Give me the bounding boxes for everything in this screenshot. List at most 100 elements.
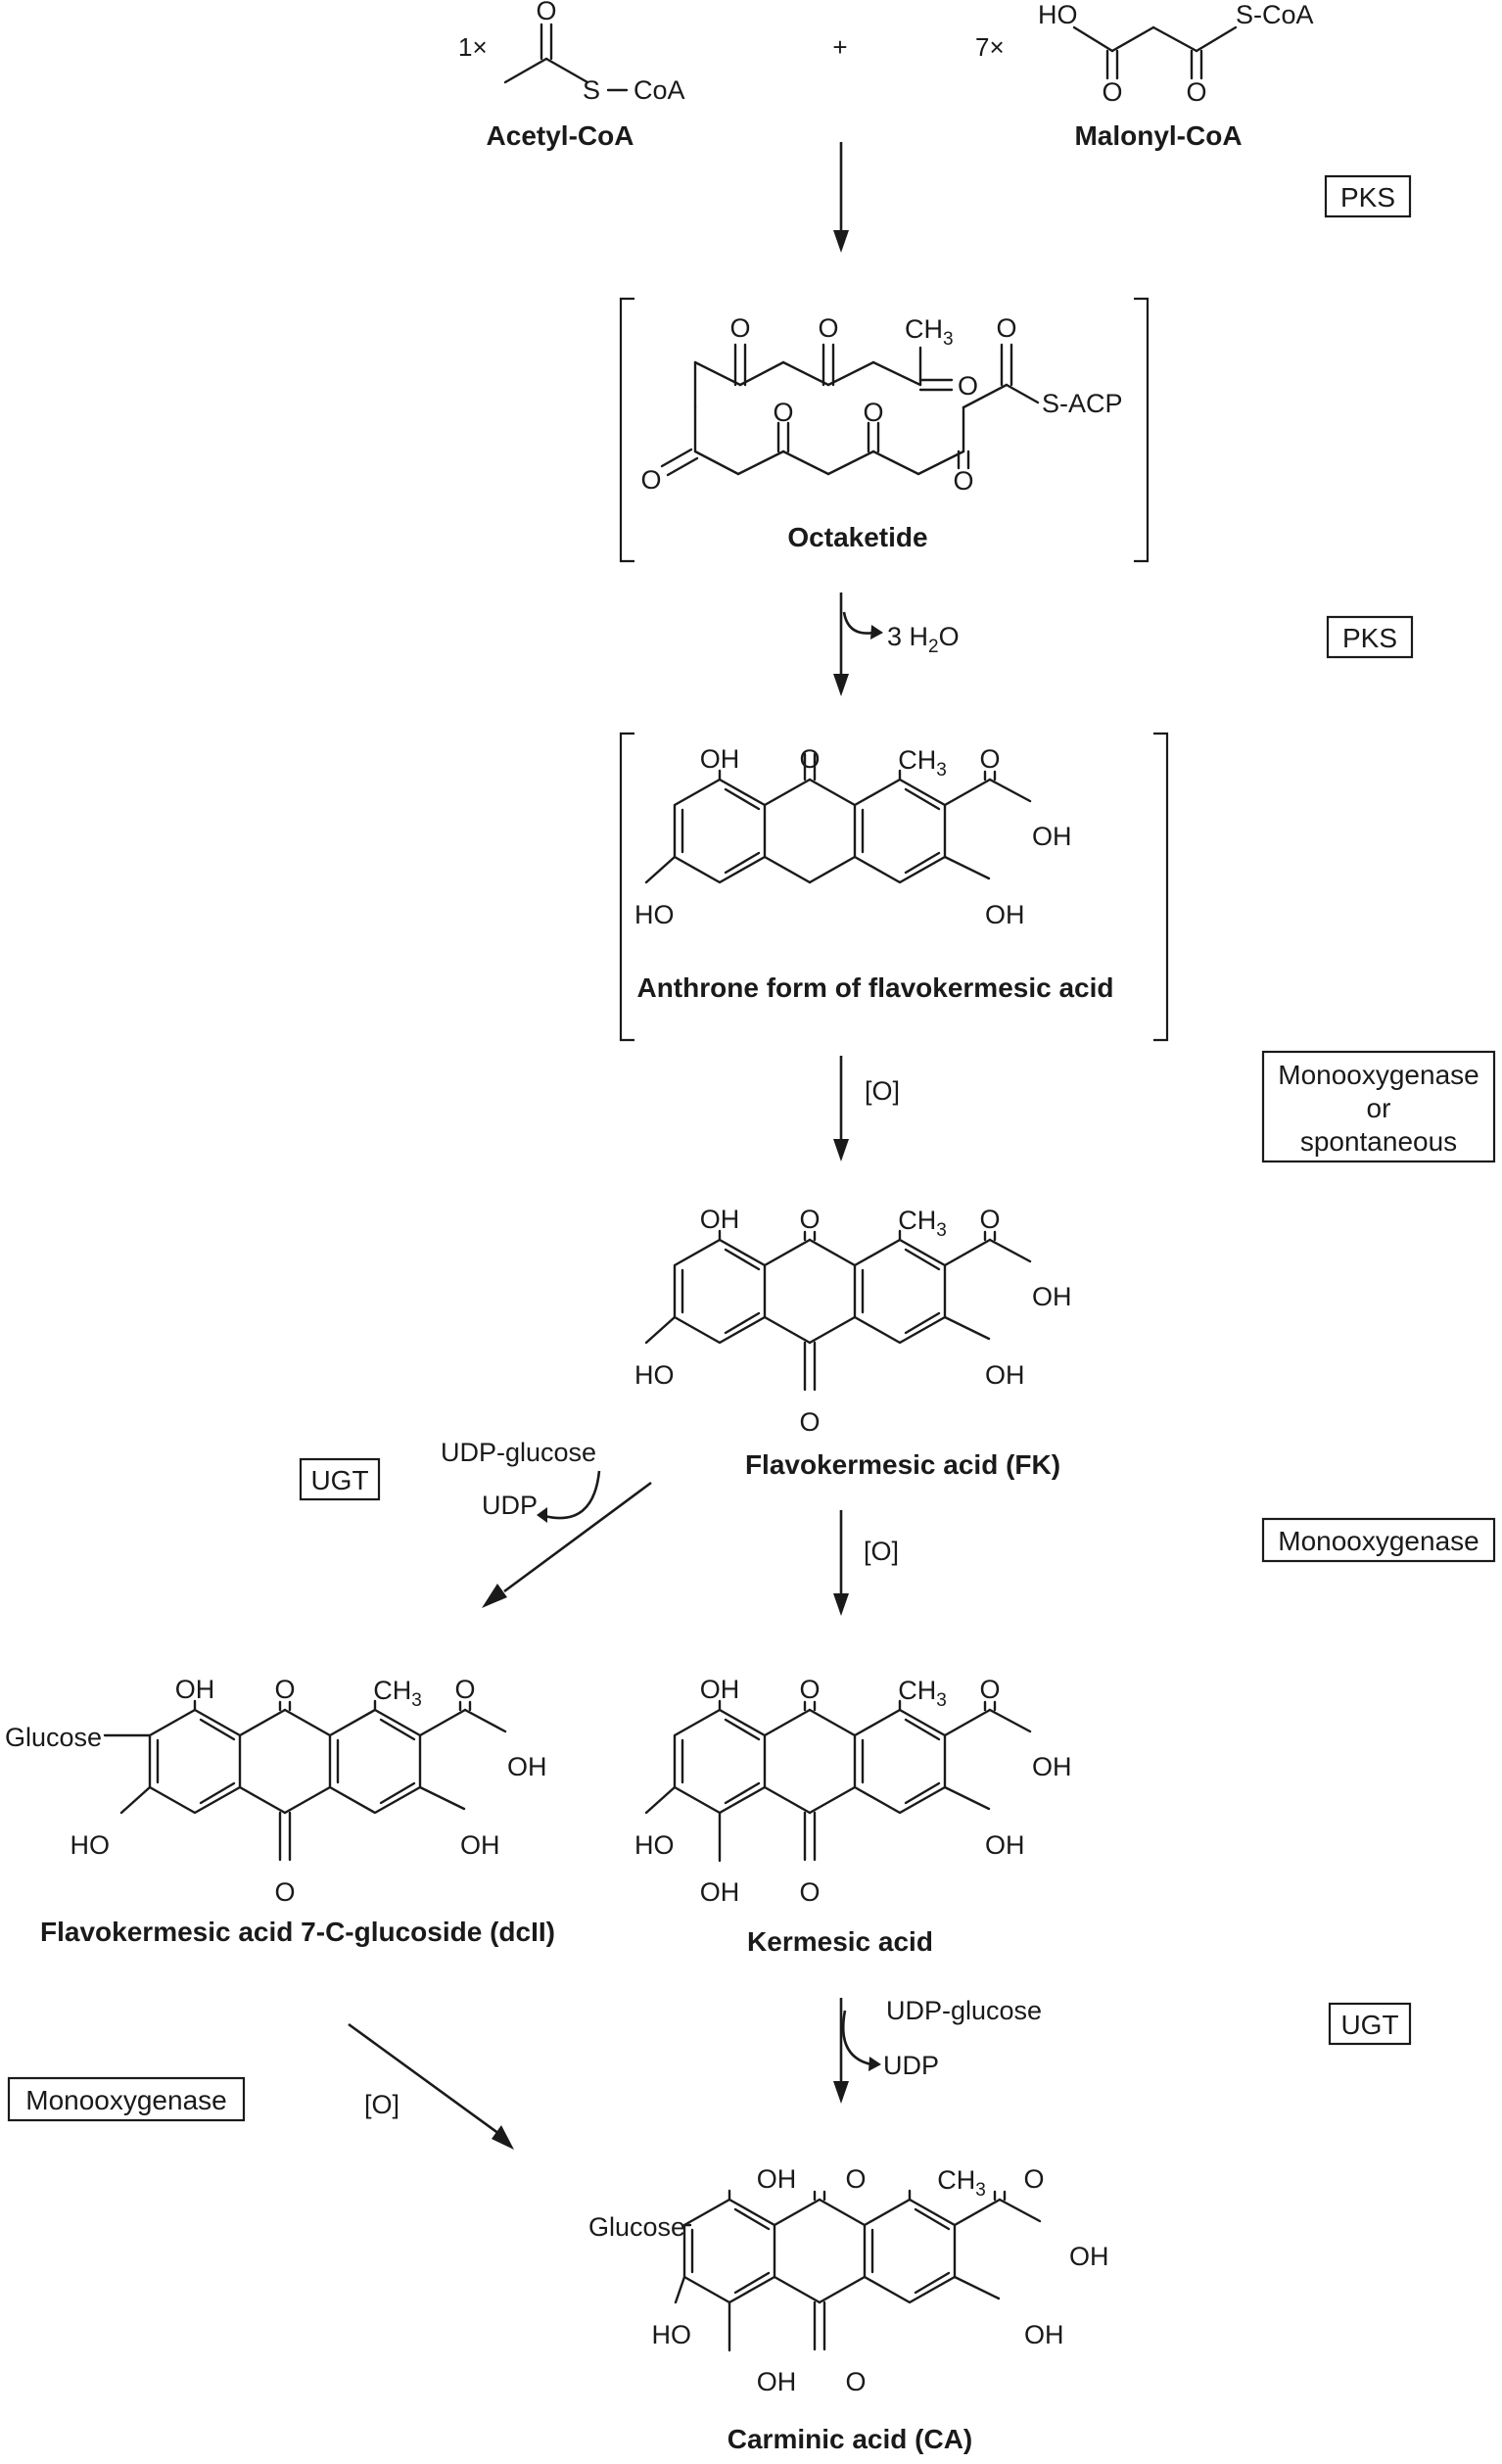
atom-oh: OH [1069, 2242, 1109, 2271]
ch3-subscript: 3 [936, 1220, 947, 1241]
atom-o: O [799, 1877, 820, 1907]
atom-o: O [979, 744, 1000, 774]
ch3-ch: CH [905, 314, 943, 344]
atom-glucose: Glucose [588, 2212, 685, 2242]
atom-oh: OH [700, 1205, 740, 1234]
atom-o: O [979, 1675, 1000, 1704]
atom-oh: OH [985, 1830, 1025, 1860]
atom-oh: OH [460, 1830, 500, 1860]
atom-oh: OH [1032, 1282, 1072, 1311]
atom-ho: HO [634, 900, 675, 929]
carminic-acid-structure: OH O O OH CH3 O OH OH HO Glucose Carmini… [588, 2164, 1109, 2454]
ch3-ch: CH [898, 745, 936, 775]
atom-o: O [1102, 77, 1122, 107]
udp-glucose-label: UDP-glucose [441, 1438, 596, 1467]
arrow-fk-to-kermesic: [O] [833, 1510, 899, 1616]
atom-o: O [863, 398, 883, 427]
atom-ho: HO [634, 1360, 675, 1390]
ugt-box-2: UGT [1328, 2002, 1412, 2046]
pks-box-2: PKS [1326, 615, 1414, 659]
ch3-subscript: 3 [936, 1690, 947, 1711]
atom-glucose: Glucose [5, 1723, 102, 1752]
oxidation-label: [O] [864, 1537, 899, 1566]
atom-coa: CoA [634, 75, 685, 105]
atom-ch3: CH3 [937, 2165, 986, 2201]
octaketide-structure: O O CH3 O O O O O O S-ACP Octaketid [619, 297, 1150, 563]
arrow-fk-to-dcii: UDP-glucose UDP [441, 1438, 652, 1608]
malonyl-coa-structure: 7× HO O O S-CoA Malonyl-CoA [975, 0, 1314, 151]
atom-oh: OH [985, 900, 1025, 929]
anthrone-label: Anthrone form of flavokermesic acid [636, 972, 1113, 1003]
oxidation-label: [O] [364, 2090, 399, 2119]
atom-ch3: CH3 [898, 1676, 947, 1711]
atom-o: O [799, 1675, 820, 1704]
atom-o: O [979, 1205, 1000, 1234]
atom-o: O [845, 2164, 866, 2194]
arrow-to-fk: [O] [833, 1056, 900, 1161]
monooxygenase-box-3: Monooxygenase [7, 2076, 246, 2122]
malonyl-coa-label: Malonyl-CoA [1074, 120, 1242, 151]
atom-o: O [274, 1675, 295, 1704]
atom-o: O [799, 1205, 820, 1234]
loss-of-water: 3 H2O [887, 622, 960, 657]
atom-o: O [640, 465, 661, 495]
atom-s: S [583, 75, 600, 105]
arrow-to-octaketide [833, 142, 849, 253]
monooxygenase-text: Monooxygenase [1278, 1060, 1479, 1090]
monooxygenase-label: Monooxygenase [1278, 1526, 1479, 1556]
kermesic-label: Kermesic acid [747, 1926, 933, 1957]
atom-o: O [274, 1877, 295, 1907]
atom-ch3: CH3 [905, 314, 954, 350]
ch3-ch: CH [898, 1676, 936, 1705]
carminic-label: Carminic acid (CA) [728, 2424, 973, 2454]
kermesic-acid-structure: OH O O OH CH3 O OH OH HO Kermesic acid [634, 1675, 1072, 1957]
ch3-ch: CH [898, 1206, 936, 1235]
atom-o: O [996, 313, 1016, 343]
ugt-box-1: UGT [299, 1457, 381, 1501]
water-subscript: 2 [928, 637, 939, 657]
atom-o: O [958, 371, 978, 401]
atom-oh: OH [985, 1360, 1025, 1390]
atom-o: O [1023, 2164, 1044, 2194]
atom-o: O [845, 2367, 866, 2396]
atom-o: O [799, 1407, 820, 1437]
acetyl-coa-structure: 1× O S CoA Acetyl-CoA [458, 0, 685, 151]
monooxygenase-label: Monooxygenase [25, 2085, 226, 2115]
atom-oh: OH [507, 1752, 547, 1781]
udp-glucose-label: UDP-glucose [886, 1996, 1042, 2025]
arrow-kermesic-to-carminic: UDP-glucose UDP [833, 1996, 1042, 2104]
dcii-label: Flavokermesic acid 7-C-glucoside (dcII) [40, 1917, 555, 1947]
atom-oh: OH [700, 1675, 740, 1704]
flavokermesic-acid-structure: OH O O CH3 O OH OH HO Flavokermesic acid… [634, 1205, 1072, 1480]
malonyl-coefficient: 7× [975, 32, 1005, 62]
atom-ch3: CH3 [373, 1676, 422, 1711]
water-coef: 3 H [887, 622, 928, 651]
atom-oh: OH [1032, 1752, 1072, 1781]
atom-o: O [454, 1675, 475, 1704]
plus-sign: + [832, 32, 847, 62]
atom-ho: HO [70, 1830, 111, 1860]
atom-oh: OH [757, 2367, 797, 2396]
monooxygenase-box-2: Monooxygenase [1261, 1517, 1496, 1563]
atom-ho: HO [652, 2320, 692, 2349]
atom-ch3: CH3 [898, 745, 947, 781]
ch3-ch: CH [937, 2165, 975, 2195]
pks-label: PKS [1342, 623, 1397, 653]
atom-o: O [729, 313, 750, 343]
atom-o: O [773, 398, 793, 427]
atom-oh: OH [175, 1675, 215, 1704]
ch3-ch: CH [373, 1676, 411, 1705]
atom-s-acp: S-ACP [1042, 389, 1123, 418]
anthrone-structure: OH O CH3 O OH OH HO Anthrone form of fla… [619, 732, 1169, 1042]
pks-box-1: PKS [1324, 174, 1412, 218]
atom-oh: OH [1032, 822, 1072, 851]
atom-oh: OH [700, 1877, 740, 1907]
udp-label: UDP [482, 1491, 538, 1520]
or-text: or [1367, 1093, 1391, 1123]
ch3-subscript: 3 [411, 1690, 422, 1711]
atom-s-coa: S-CoA [1236, 0, 1314, 29]
fk-label: Flavokermesic acid (FK) [745, 1449, 1060, 1480]
dcii-structure: OH O O CH3 O OH OH HO Glucose Flavokerme… [5, 1675, 555, 1947]
acetyl-coa-label: Acetyl-CoA [487, 120, 634, 151]
